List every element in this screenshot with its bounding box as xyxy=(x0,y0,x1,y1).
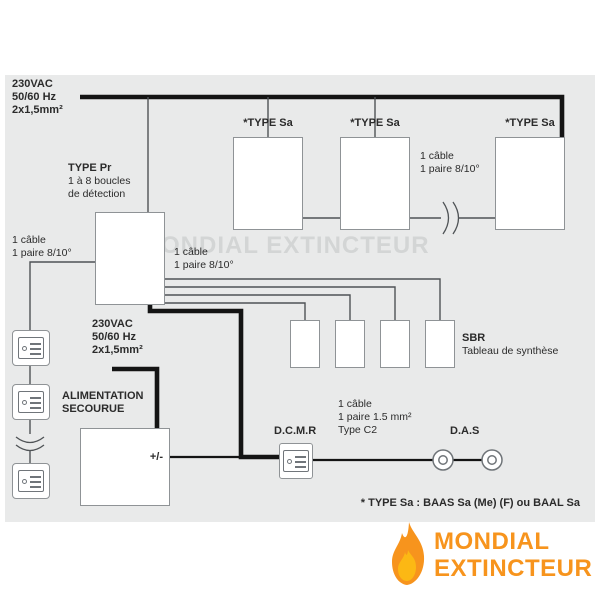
mains-secondary-label: 230VAC 50/60 Hz 2x1,5mm² xyxy=(92,318,143,357)
label-line: 1 paire 1.5 mm² xyxy=(338,411,412,423)
dcmr-box xyxy=(279,443,313,479)
type-sa-box-3 xyxy=(495,137,565,230)
cable-right-label: 1 câble 1 paire 8/10° xyxy=(420,150,480,176)
label-line: 1 câble xyxy=(420,150,454,162)
label-line: de détection xyxy=(68,188,126,200)
sbr-box-3 xyxy=(380,320,410,368)
label-line: 1 à 8 boucles xyxy=(68,175,131,187)
brand-name-line1: MONDIAL xyxy=(434,528,550,555)
label-line: 1 paire 8/10° xyxy=(12,247,72,259)
dcmr-device-icon xyxy=(283,450,309,472)
label-line: 1 câble xyxy=(174,246,208,258)
type-pr-box xyxy=(95,212,165,305)
footnote-text: * TYPE Sa : BAAS Sa (Me) (F) ou BAAL Sa xyxy=(360,497,580,509)
sbr-box-1 xyxy=(290,320,320,368)
label-line: 2x1,5mm² xyxy=(92,344,143,356)
label-line: 1 câble xyxy=(12,234,46,246)
cable-mid-label: 1 câble 1 paire 8/10° xyxy=(174,246,234,272)
detector-box-2 xyxy=(12,384,50,420)
brand-logo: MONDIAL EXTINCTEUR xyxy=(390,520,592,590)
watermark-text: MONDIAL EXTINCTEUR xyxy=(140,232,430,259)
label-line: SECOURUE xyxy=(62,403,125,415)
type-sa-label-2: *TYPE Sa xyxy=(350,117,400,129)
power-supply-box: +/- xyxy=(80,428,170,506)
flame-icon xyxy=(392,522,425,585)
sbr-box-4 xyxy=(425,320,455,368)
type-sa-label-1: *TYPE Sa xyxy=(243,117,293,129)
label-line: Tableau de synthèse xyxy=(462,345,559,357)
type-pr-label: TYPE Pr 1 à 8 boucles de détection xyxy=(68,162,130,201)
type-sa-box-2 xyxy=(340,137,410,230)
das-label: D.A.S xyxy=(450,425,480,437)
label-line: 230VAC xyxy=(12,78,53,90)
label-line: 50/60 Hz xyxy=(92,331,137,343)
label-line: 1 paire 8/10° xyxy=(420,163,480,175)
sbr-label: SBR Tableau de synthèse xyxy=(462,332,558,358)
polarity-label: +/- xyxy=(149,451,163,463)
call-point-icon xyxy=(18,337,44,359)
label-line: 2x1,5mm² xyxy=(12,104,63,116)
call-point-icon xyxy=(18,470,44,492)
label-line: TYPE Pr xyxy=(68,162,112,174)
sbr-box-2 xyxy=(335,320,365,368)
detector-box-3 xyxy=(12,463,50,499)
type-sa-box-1 xyxy=(233,137,303,230)
cable-left-label: 1 câble 1 paire 8/10° xyxy=(12,234,72,260)
call-point-icon xyxy=(18,391,44,413)
mains-top-label: 230VAC 50/60 Hz 2x1,5mm² xyxy=(12,78,63,117)
brand-name: MONDIAL EXTINCTEUR xyxy=(434,528,592,582)
detector-box-1 xyxy=(12,330,50,366)
label-line: 1 câble xyxy=(338,398,372,410)
brand-name-line2: EXTINCTEUR xyxy=(434,555,593,582)
label-line: 1 paire 8/10° xyxy=(174,259,234,271)
label-line: Type C2 xyxy=(338,424,378,436)
label-line: 230VAC xyxy=(92,318,133,330)
label-line: ALIMENTATION xyxy=(62,390,144,402)
type-sa-label-3: *TYPE Sa xyxy=(505,117,555,129)
dcmr-label: D.C.M.R xyxy=(274,425,317,437)
cable-c2-label: 1 câble 1 paire 1.5 mm² Type C2 xyxy=(338,398,412,437)
label-line: 50/60 Hz xyxy=(12,91,57,103)
label-line: SBR xyxy=(462,332,486,344)
power-supply-label: ALIMENTATION SECOURUE xyxy=(62,390,143,416)
